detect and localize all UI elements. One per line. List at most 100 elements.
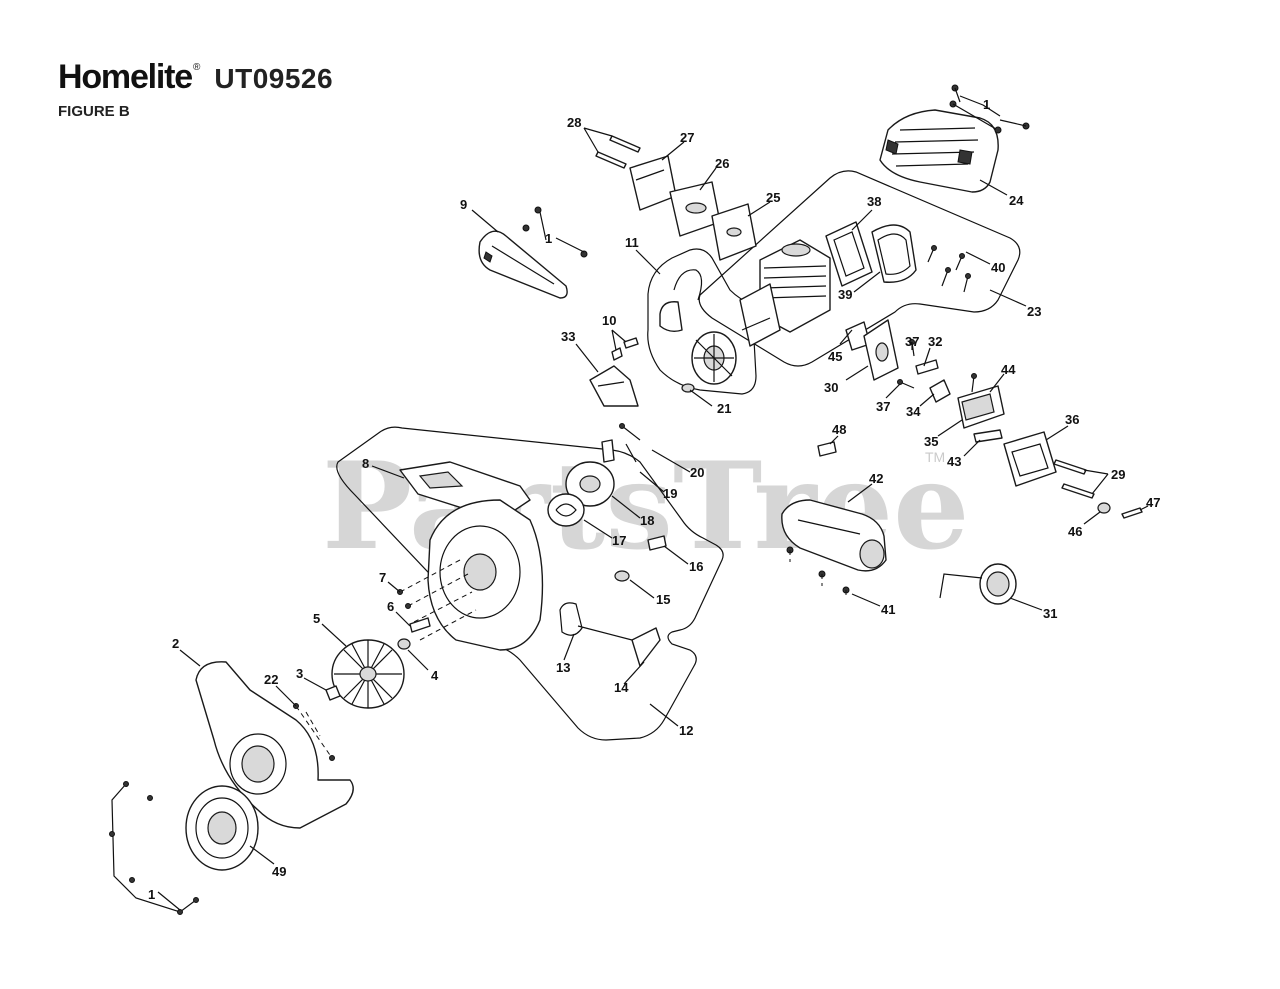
leader-33 <box>575 343 599 373</box>
callout-13: 13 <box>556 660 570 675</box>
part-1-screws-top <box>949 84 1030 134</box>
leader-37b <box>885 383 901 399</box>
part-29-bolts <box>1053 459 1095 499</box>
leader-4 <box>407 649 429 671</box>
leader-17 <box>583 519 613 539</box>
leader-31 <box>1009 597 1043 611</box>
leader-26 <box>699 167 717 191</box>
part-17-spring <box>547 493 585 527</box>
part-33-cover <box>589 365 639 407</box>
leader-5 <box>321 623 347 647</box>
part-11-fuel-line <box>659 269 703 333</box>
part-21-washer <box>681 383 695 393</box>
callout-40: 40 <box>991 260 1005 275</box>
leader-20 <box>651 449 691 473</box>
part-15-grommet <box>614 570 630 582</box>
part-41-screws <box>786 546 850 598</box>
callout-4: 4 <box>431 668 439 683</box>
part-28-bolts <box>595 135 641 169</box>
part-42-intake-tube <box>781 499 887 572</box>
leader-7 <box>387 581 401 593</box>
callout-25: 25 <box>766 190 780 205</box>
callout-42: 42 <box>869 471 883 486</box>
part-34-gasket <box>929 379 951 403</box>
leader-45 <box>839 329 853 345</box>
model-number: UT09526 <box>214 63 334 94</box>
leader-13 <box>563 633 575 661</box>
part-10-screws <box>611 337 639 361</box>
callout-31: 31 <box>1043 606 1057 621</box>
callout-17: 17 <box>612 533 626 548</box>
part-6-spacer <box>409 617 431 633</box>
leader-49 <box>249 845 275 865</box>
part-18-pulley <box>565 461 615 507</box>
leader-44 <box>989 373 1005 393</box>
part-46-nut <box>1097 502 1111 514</box>
callout-22: 22 <box>264 672 278 687</box>
leader-32 <box>923 347 931 367</box>
part-flywheel <box>691 331 737 385</box>
leader-19 <box>639 471 665 493</box>
leader-27 <box>661 141 685 161</box>
callout-24: 24 <box>1009 193 1024 208</box>
part-43-bracket <box>973 429 1003 443</box>
callout-5: 5 <box>313 611 320 626</box>
callout-26: 26 <box>715 156 729 171</box>
leader-39 <box>853 271 881 293</box>
leader-11 <box>635 249 661 275</box>
leader-29 <box>1083 469 1109 495</box>
part-24-top-cover <box>879 109 999 193</box>
callout-11: 11 <box>625 235 639 250</box>
part-38-gasket <box>825 221 873 287</box>
leader-21 <box>689 389 713 407</box>
brand-logo: Homelite <box>58 58 193 96</box>
callout-44: 44 <box>1001 362 1016 377</box>
callout-47: 47 <box>1146 495 1160 510</box>
callout-23: 23 <box>1027 304 1041 319</box>
callout-7: 7 <box>379 570 386 585</box>
group-outline-housing <box>336 426 724 741</box>
diagram-header: Homelite® UT09526 <box>58 58 333 97</box>
leader-38 <box>851 209 873 231</box>
part-1-screws-handle <box>522 206 588 258</box>
part-2-blower-housing <box>195 661 354 829</box>
leader-41 <box>851 593 881 607</box>
part-20-pin <box>619 423 641 463</box>
leader-2 <box>179 649 201 667</box>
callout-33: 33 <box>561 329 575 344</box>
part-40-screws <box>927 245 971 293</box>
callout-1: 1 <box>983 97 990 112</box>
leader-28 <box>583 127 613 153</box>
leader-12 <box>649 703 679 727</box>
leader-9 <box>471 209 499 233</box>
part-housing-body <box>427 499 544 651</box>
part-32-spacer <box>915 359 939 375</box>
part-30-adapter <box>863 319 899 381</box>
callout-3: 3 <box>296 666 303 681</box>
callout-2: 2 <box>172 636 179 651</box>
leader-35 <box>937 419 963 437</box>
group-outline-engine <box>698 170 1021 367</box>
leader-6 <box>395 611 411 627</box>
part-4-washer <box>397 638 411 650</box>
leader-1-handle <box>539 211 585 253</box>
part-39-crankcase-cover <box>871 224 917 283</box>
figure-title: FIGURE B <box>58 103 130 120</box>
leader-40 <box>965 251 991 265</box>
leader-36 <box>1045 425 1069 441</box>
leader-1-grille <box>157 891 181 911</box>
leader-42 <box>847 483 873 503</box>
part-26-muffler <box>669 181 721 237</box>
part-5-fan <box>331 639 405 709</box>
callout-9: 9 <box>460 197 467 212</box>
callout-19: 19 <box>663 486 677 501</box>
callout-39: 39 <box>838 287 852 302</box>
callout-38: 38 <box>867 194 881 209</box>
callout-29: 29 <box>1111 467 1125 482</box>
registered-mark: ® <box>193 62 201 73</box>
leader-22 <box>275 685 297 707</box>
part-47-screw <box>1121 507 1143 519</box>
callout-16: 16 <box>689 559 703 574</box>
part-3-nut <box>325 685 341 701</box>
